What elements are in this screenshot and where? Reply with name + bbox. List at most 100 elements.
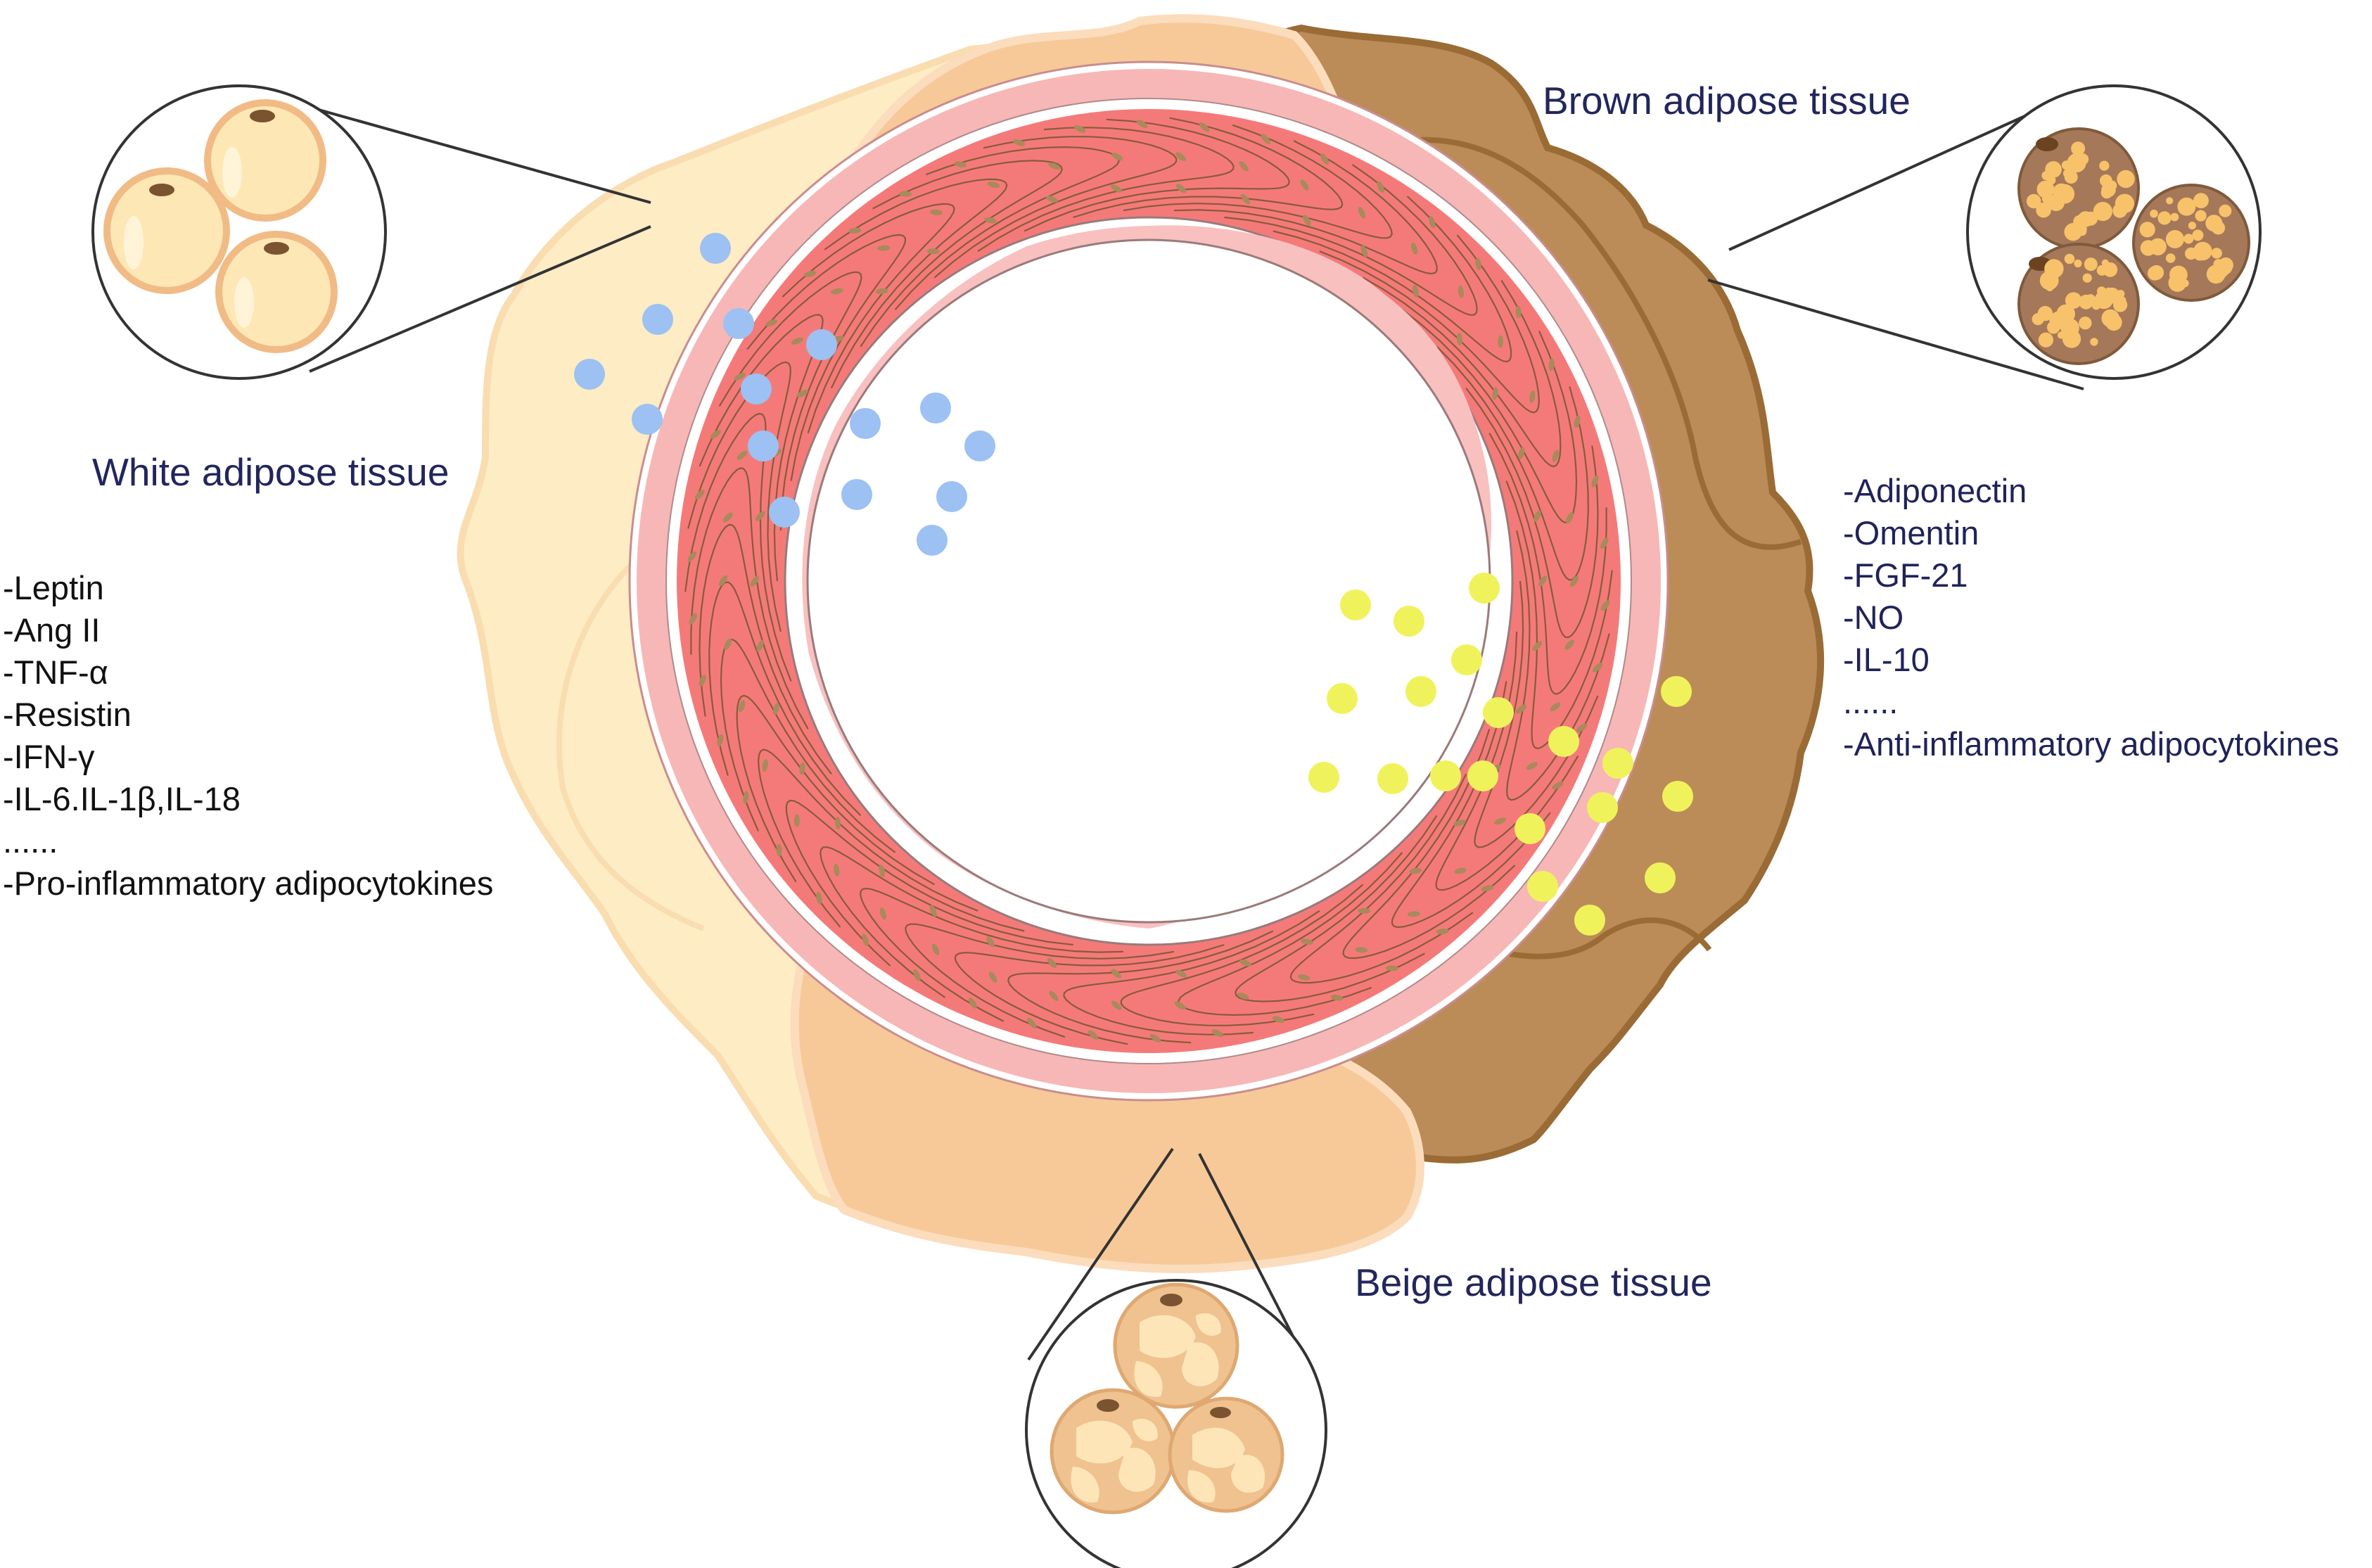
lipid-droplet [2103,287,2120,304]
muscle-fiber [1465,388,1599,639]
smooth-muscle-nucleus [1073,125,1086,133]
muscle-fiber [720,638,896,853]
smooth-muscle-nucleus [1175,969,1187,978]
lipid-droplets [2139,193,2233,292]
smooth-muscle-nucleus [791,337,803,345]
smooth-muscle-nucleus [1027,1018,1037,1028]
smooth-muscle-nucleus [968,997,977,1009]
brown-pointer-line [1728,106,2044,251]
smooth-muscle-nucleus [1088,1030,1099,1040]
smooth-muscle-nucleus [877,245,891,251]
smooth-muscle-nucleus [755,511,765,521]
anti-inflammatory-item: ...... [1843,683,1899,720]
smooth-muscle-nucleus [1149,1033,1161,1043]
pro-inflammatory-item: -IL-6.IL-1β,IL-18 [3,780,241,817]
smooth-muscle-nucleus [1409,867,1422,874]
lipid-droplet [2079,317,2092,330]
smooth-muscle-nucleus [830,288,843,295]
lipid-droplet [2084,257,2098,272]
lipid-droplet [2064,223,2082,241]
lipid-droplet [2211,248,2222,259]
lipid-droplet [2036,180,2055,198]
lipid-droplet [2157,211,2172,225]
anti-inflammatory-particle-icon [1483,697,1514,728]
lipid-droplet [2117,290,2125,298]
muscle-fiber [718,271,862,531]
lipid-droplet [2097,286,2106,296]
smooth-muscle-nucleus [710,430,722,439]
beige-adipocyte-cell [1050,1388,1176,1515]
smooth-muscle-fibers [684,117,1613,1045]
anti-inflammatory-particle-icon [1645,862,1676,893]
pro-inflammatory-item: -TNF-α [3,654,108,691]
muscle-fiber [690,467,809,729]
smooth-muscle-nucleus [1412,285,1419,298]
smooth-muscle-nucleus [986,936,995,948]
smooth-muscle-nucleus [762,759,768,772]
anti-inflammatory-particle-icon [1527,871,1558,902]
smooth-muscle-nucleus [722,512,733,523]
anti-inflammatory-particle-icon [1469,573,1500,604]
muscle-fiber [1289,773,1474,984]
anti-inflammatory-item: -IL-10 [1843,641,1930,678]
lipid-droplet [2149,238,2167,255]
muscle-fiber [1319,234,1541,414]
lipid-droplet [2032,313,2044,326]
lipid-droplet [2064,253,2075,264]
smooth-muscle-nucleus [738,700,746,713]
lipid-droplets [2026,141,2135,241]
smooth-muscle-nucleus [1456,333,1462,345]
smooth-muscle-nucleus [718,575,728,587]
lipid-droplet [2038,332,2053,348]
muscle-fiber [757,748,978,928]
smooth-muscle-nucleus [848,227,862,234]
brown-adipose-tissue-label: Brown adipose tissue [1543,79,1911,122]
smooth-muscle-nucleus [1574,415,1581,428]
pro-inflammatory-adipocytokine-list: -Leptin -Ang II -TNF-α -Resistin -IFN-γ … [3,567,493,905]
smooth-muscle-nucleus [1385,965,1398,971]
smooth-muscle-nucleus [724,638,732,650]
white-tissue-contour-line [556,561,705,931]
muscle-fiber [1401,309,1578,524]
lipid-droplet [2026,193,2041,209]
anti-inflammatory-particle-icon [1377,763,1408,794]
smooth-muscle-nucleus [1458,285,1464,298]
smooth-muscle-nucleus [1492,387,1498,400]
pro-inflammatory-item: -IFN-γ [3,738,95,775]
beige-adipocyte-icon [1025,1279,1327,1568]
smooth-muscle-nucleus [1358,206,1366,219]
anti-inflammatory-particle-icon [1515,813,1545,844]
smooth-muscle-nucleus [1301,938,1313,945]
smooth-muscle-nucleus [796,390,808,397]
lipid-droplet [2115,206,2126,217]
lipid-droplet [2039,271,2059,291]
lipid-droplet [2063,168,2073,179]
smooth-muscle-nucleus [1110,184,1122,193]
beige-adipose-tissue-label: Beige adipose tissue [1355,1261,1712,1304]
lipid-droplet [2047,321,2060,334]
muscle-fiber [977,127,1235,253]
smooth-muscle-nucleus [776,843,782,857]
smooth-muscle-nucleus [899,191,912,197]
smooth-muscle-nucleus [931,943,940,956]
smooth-muscle-nucleus [1261,134,1270,144]
smooth-muscle-nucleus [694,490,705,499]
smooth-muscle-nucleus [765,319,778,326]
anti-inflammatory-item: -FGF-21 [1843,556,1968,594]
lipid-droplet [2183,234,2194,244]
muscle-fiber [1073,117,1344,219]
smooth-muscle-nucleus [1358,907,1371,914]
lipid-droplet [2195,210,2207,222]
smooth-muscle-nucleus [1532,641,1543,651]
lipid-droplet [2056,304,2075,324]
pro-inflammatory-particle-icon [850,408,881,439]
muscle-fiber [708,581,862,816]
smooth-muscle-nucleus [1175,184,1187,193]
smooth-muscle-nucleus [743,791,749,804]
pro-inflammatory-particle-icon [806,329,837,360]
smooth-muscle-nucleus [1045,196,1059,203]
muscle-fiber [785,799,1025,967]
smooth-muscle-nucleus [1576,723,1588,732]
muscle-fiber [699,314,824,582]
smooth-muscle-nucleus [1516,704,1527,714]
